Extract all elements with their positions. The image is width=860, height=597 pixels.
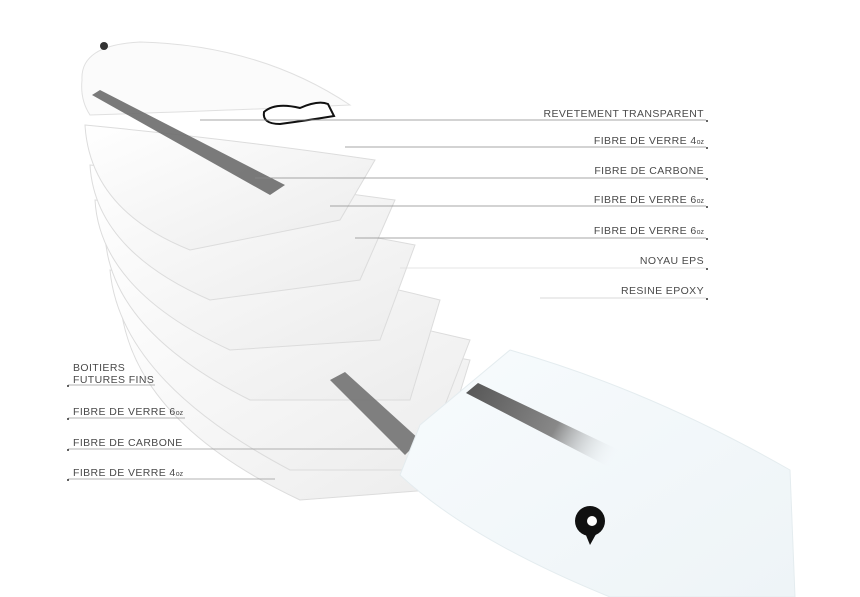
left-leader-lines [68, 384, 400, 480]
leader-dot [706, 206, 708, 208]
q-logo-icon [575, 506, 605, 545]
label-fibre-verre-4oz-top: FIBRE DE VERRE 4oz [593, 135, 704, 147]
leader-dot [706, 147, 708, 149]
leader-dot [67, 449, 69, 451]
label-fibre-verre-6oz-bottom: FIBRE DE VERRE 6oz [73, 406, 184, 418]
leader-dot [706, 178, 708, 180]
leader-dot [706, 120, 708, 122]
right-leader-lines [200, 119, 706, 299]
label-noyau-eps: NOYAU EPS [639, 255, 704, 267]
label-fibre-verre-6oz-top-2: FIBRE DE VERRE 6oz [593, 225, 704, 237]
label-revetement-transparent: REVETEMENT TRANSPARENT [543, 108, 704, 120]
label-resine-epoxy: RESINE EPOXY [621, 285, 704, 297]
leash-plug-icon [100, 42, 108, 50]
brand-logo-icon [262, 101, 336, 126]
leader-dot [67, 479, 69, 481]
label-fibre-carbone-top: FIBRE DE CARBONE [594, 165, 704, 177]
board-bottom [399, 349, 796, 597]
leader-dot [706, 268, 708, 270]
leader-dot [67, 385, 69, 387]
leader-dot [706, 238, 708, 240]
layer-stack [81, 41, 471, 501]
leader-dot [67, 418, 69, 420]
label-fibre-verre-4oz-bottom: FIBRE DE VERRE 4oz [73, 467, 184, 479]
leader-dot [706, 298, 708, 300]
label-fibre-verre-6oz-top-1: FIBRE DE VERRE 6oz [593, 194, 704, 206]
label-fibre-carbone-bottom: FIBRE DE CARBONE [73, 437, 183, 449]
